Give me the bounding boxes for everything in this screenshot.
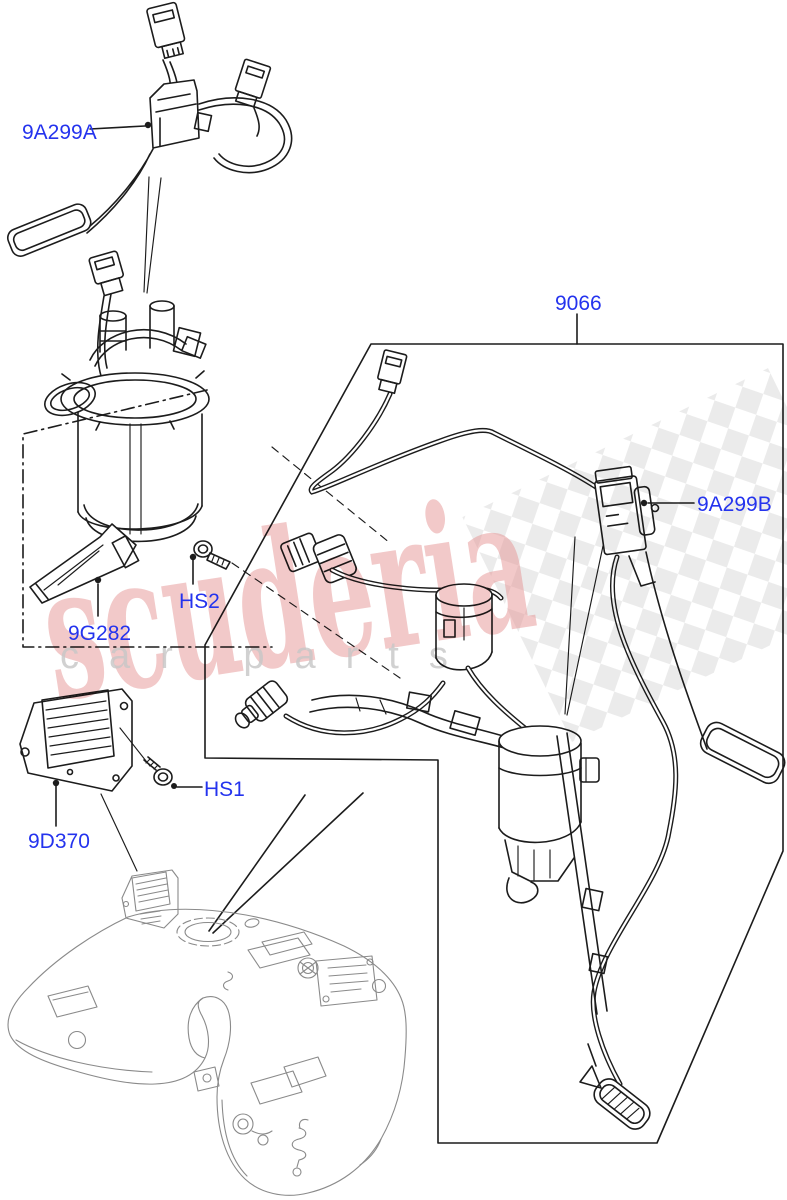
part-labels: 9A299A 9066 9A299B HS2 9G282 HS1 9D370 xyxy=(22,121,772,853)
part-label-hs2[interactable]: HS2 xyxy=(179,590,220,613)
screw-hs1-drawing xyxy=(143,756,203,789)
part-label-9g282[interactable]: 9G282 xyxy=(68,622,131,645)
part-label-9a299b[interactable]: 9A299B xyxy=(697,493,772,516)
part-label-9066[interactable]: 9066 xyxy=(555,292,602,315)
pump-control-module-drawing xyxy=(19,688,151,872)
watermark-brand-text: scuderia xyxy=(28,453,546,743)
part-label-hs1[interactable]: HS1 xyxy=(204,778,245,801)
checkered-flag-band xyxy=(462,368,787,742)
watermark-tagline-text: car parts xyxy=(60,635,478,677)
ghost-module-drawing xyxy=(121,869,179,929)
fuel-level-sender-a-drawing xyxy=(6,1,293,294)
fuel-pump-module-drawing xyxy=(29,250,210,617)
pump-carrier-assembly-drawing xyxy=(208,532,609,1015)
dashed-leader xyxy=(271,446,391,544)
screw-hs2-drawing xyxy=(189,540,231,585)
fuel-tank-drawing xyxy=(7,908,407,1196)
part-label-9d370[interactable]: 9D370 xyxy=(28,830,90,853)
dashed-leader xyxy=(231,562,401,679)
part-label-9a299a[interactable]: 9A299A xyxy=(22,121,97,144)
phantom-box xyxy=(22,389,273,648)
